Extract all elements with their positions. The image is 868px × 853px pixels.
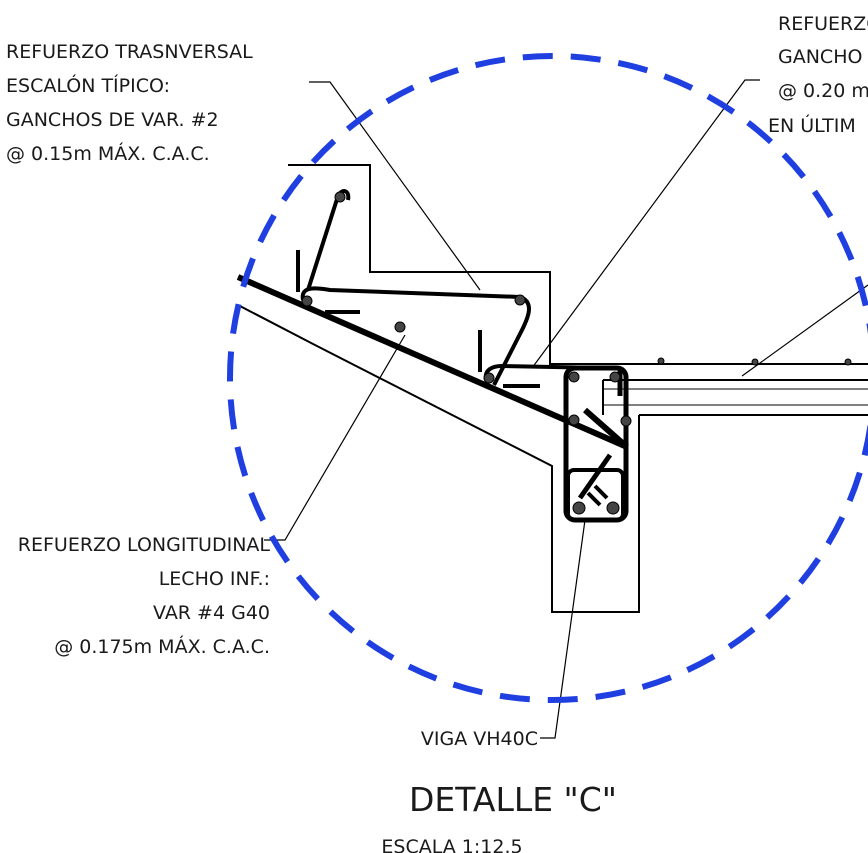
label-longitudinal-line2: LECHO INF.: bbox=[159, 568, 270, 590]
concrete-outline bbox=[237, 164, 868, 613]
step-hook-1-top bbox=[306, 189, 351, 291]
label-top-right-line3: @ 0.20 m bbox=[778, 80, 868, 102]
rebar-dots bbox=[301, 191, 852, 515]
leader-lines bbox=[264, 79, 868, 739]
step-hook-1 bbox=[300, 286, 531, 386]
label-transversal-line2: ESCALÓN TÍPICO: bbox=[6, 73, 170, 97]
label-beam: VIGA VH40C bbox=[421, 728, 538, 750]
label-longitudinal-line1: REFUERZO LONGITUDINAL bbox=[18, 534, 271, 556]
label-top-right-line1: REFUERZO bbox=[778, 13, 868, 35]
label-longitudinal-line4: @ 0.175m MÁX. C.A.C. bbox=[54, 635, 270, 658]
detail-title: DETALLE "C" bbox=[409, 780, 617, 819]
longitudinal-bar-bend bbox=[583, 407, 629, 450]
label-transversal-line1: REFUERZO TRASNVERSAL bbox=[6, 41, 253, 63]
detail-circle bbox=[227, 53, 868, 703]
longitudinal-bar bbox=[236, 274, 629, 450]
label-transversal-line4: @ 0.15m MÁX. C.A.C. bbox=[6, 142, 210, 165]
label-top-right-line4: EN ÚLTIM bbox=[768, 113, 856, 137]
label-transversal-line3: GANCHOS DE VAR. #2 bbox=[6, 109, 219, 131]
label-longitudinal-line3: VAR #4 G40 bbox=[153, 602, 270, 624]
label-top-right-line2: GANCHO bbox=[778, 46, 862, 68]
detail-scale: ESCALA 1:12.5 bbox=[381, 836, 522, 853]
